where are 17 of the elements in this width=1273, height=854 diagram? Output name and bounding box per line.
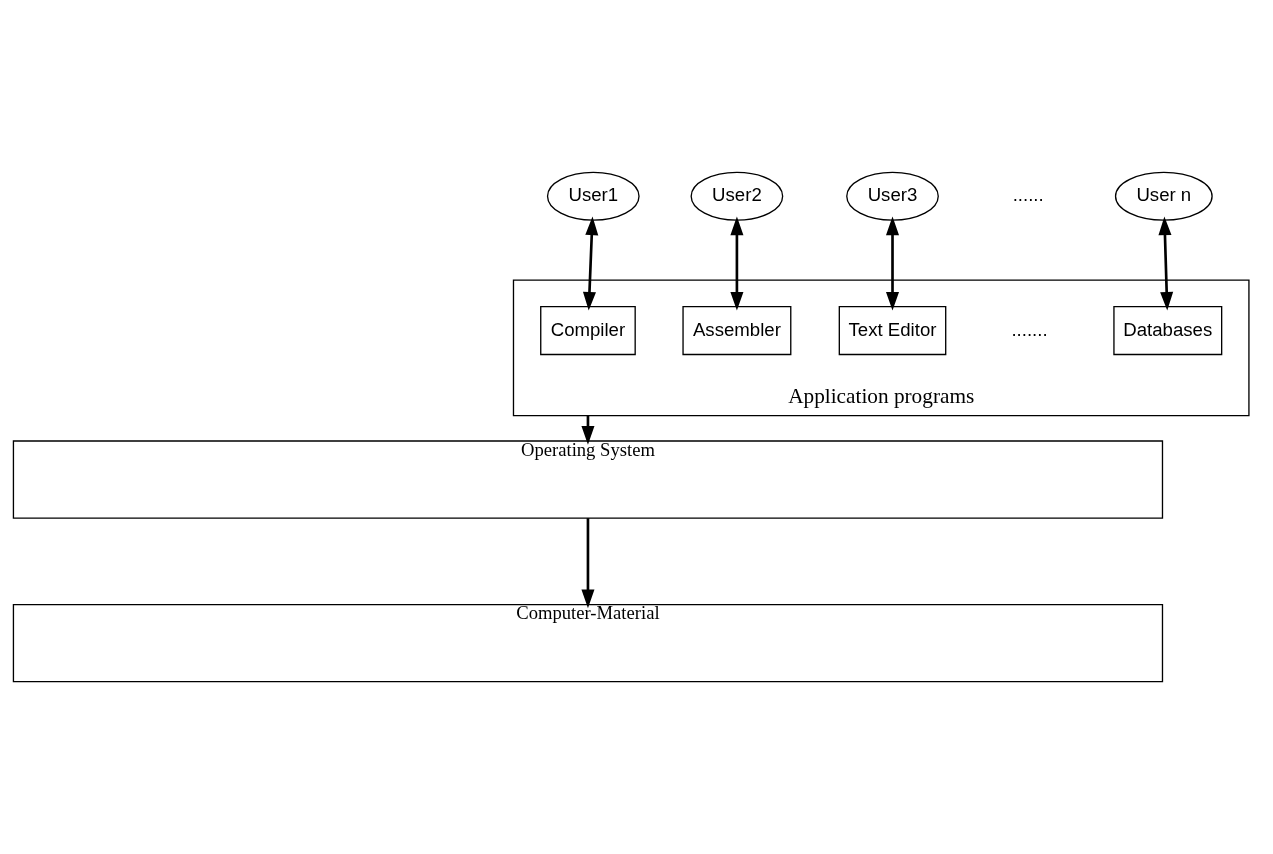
node-box: Compiler bbox=[540, 305, 636, 356]
node-ellipse: User1 bbox=[546, 171, 640, 221]
arrow bbox=[581, 518, 595, 609]
arrow bbox=[1158, 216, 1174, 311]
node-box: Operating System bbox=[12, 440, 1164, 519]
node-ellipse: User2 bbox=[690, 171, 784, 221]
node-box: Text Editor bbox=[838, 305, 947, 356]
label: ....... bbox=[1011, 318, 1048, 340]
node-ellipse: User n bbox=[1114, 171, 1213, 221]
arrow bbox=[582, 216, 599, 311]
node-box: Computer-Material bbox=[12, 603, 1164, 683]
node-ellipse: User3 bbox=[846, 171, 939, 221]
arrow bbox=[730, 216, 744, 311]
node-box: Databases bbox=[1113, 305, 1223, 356]
node-box: Assembler bbox=[682, 305, 792, 356]
label: ...... bbox=[1012, 184, 1044, 206]
arrow bbox=[886, 216, 900, 311]
